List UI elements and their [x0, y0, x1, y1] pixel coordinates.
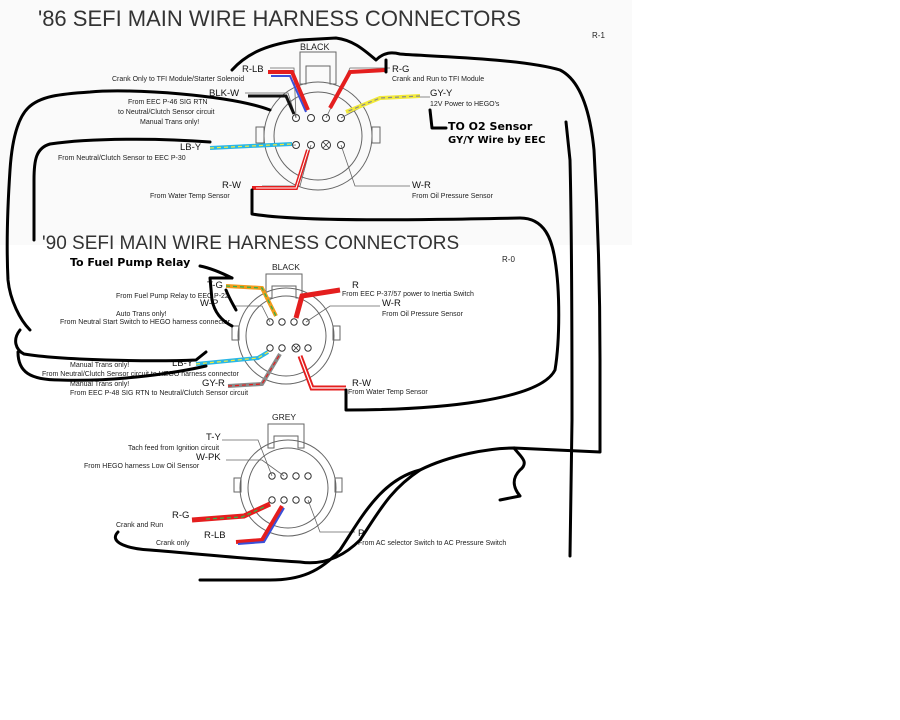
connector-86-black [255, 51, 381, 191]
wire-86-wr-code: W-R [412, 180, 431, 191]
wire-86-rg-desc: Crank and Run to TFI Module [392, 76, 484, 83]
wire-grey-rg [191, 501, 272, 523]
wire-86-blkw-code: BLK-W [209, 88, 239, 99]
wire-90-rw-code: R-W [352, 378, 371, 389]
wire-86-lby-desc: From Neutral/Clutch Sensor to EEC P-30 [58, 155, 186, 162]
wire-grey-rg-desc: Crank and Run [116, 522, 163, 529]
wire-grey-wpk-code: W-PK [196, 452, 221, 463]
pin [304, 472, 312, 480]
wire-90-gyr-desc1: Manual Trans only! [70, 381, 129, 388]
connector-90-black [231, 273, 341, 385]
wire-90-r [293, 287, 341, 319]
pin [307, 114, 315, 122]
diagram-grey: GREY T-Y Tach feed from Ignition circuit… [84, 412, 506, 547]
wire-86-gyy-desc: 12V Power to HEGO's [430, 101, 500, 108]
wire-90-rw-desc: From Water Temp Sensor [348, 389, 428, 396]
wire-86-rlb [268, 70, 310, 113]
pin [278, 344, 286, 352]
pin [292, 496, 300, 504]
wire-90-r-desc: From EEC P-37/57 power to Inertia Switch [342, 291, 474, 298]
diagram-90-title: '90 SEFI MAIN WIRE HARNESS CONNECTORS [42, 233, 459, 254]
wire-grey-rlb [235, 504, 285, 545]
wire-grey-ty-desc: Tach feed from Ignition circuit [128, 445, 219, 452]
fuel-pump-note: To Fuel Pump Relay [70, 256, 190, 269]
wire-90-tg [225, 284, 278, 317]
wire-86-lby [209, 142, 293, 150]
wire-90-gyr-code: GY-R [202, 378, 225, 389]
connector-grey [233, 423, 343, 537]
wire-86-gyy [345, 94, 421, 114]
connector-90-color: BLACK [272, 262, 300, 272]
wire-86-blkw-desc1: From EEC P-46 SIG RTN [128, 99, 208, 106]
pin [292, 472, 300, 480]
wire-86-rw-code: R-W [222, 180, 241, 191]
wire-90-gyr-desc2: From EEC P-48 SIG RTN to Neutral/Clutch … [70, 390, 248, 397]
scan-background [0, 0, 632, 245]
wire-90-wp-desc2: From Neutral Start Switch to HEGO harnes… [60, 319, 231, 326]
wire-86-rlb-code: R-LB [242, 64, 264, 75]
wire-90-wr-desc: From Oil Pressure Sensor [382, 311, 464, 318]
wire-86-lby-code: LB-Y [180, 142, 202, 153]
wire-90-tg-desc: From Fuel Pump Relay to EEC P-22 [116, 293, 229, 300]
wire-grey-p-code: P [358, 528, 364, 539]
hand-drawn-annotations [5, 36, 602, 582]
wire-86-rg-code: R-G [392, 64, 409, 75]
pin [266, 344, 274, 352]
wire-86-blkw [248, 94, 296, 115]
wire-86-blkw-desc3: Manual Trans only! [140, 119, 199, 126]
wire-90-gyr [227, 352, 282, 388]
wire-grey-ty-code: T-Y [206, 432, 221, 443]
pin [290, 318, 298, 326]
wire-grey-rlb-code: R-LB [204, 530, 226, 541]
wire-86-wr-desc: From Oil Pressure Sensor [412, 193, 494, 200]
o2-note-line2: GY/Y Wire by EEC [448, 135, 545, 146]
wire-grey-rlb-desc: Crank only [156, 540, 190, 547]
wire-90-lby-desc2: From Neutral/Clutch Sensor circuit to HE… [42, 371, 240, 378]
diagram-86: '86 SEFI MAIN WIRE HARNESS CONNECTORS R-… [38, 6, 605, 200]
diagram-86-title: '86 SEFI MAIN WIRE HARNESS CONNECTORS [38, 6, 521, 31]
wire-86-rw [252, 149, 310, 190]
diagram-90-code: R-0 [502, 255, 515, 264]
wire-90-tg-code: T-G [207, 280, 223, 291]
wire-grey-p-desc: From AC selector Switch to AC Pressure S… [358, 540, 506, 547]
wire-86-rg [328, 68, 387, 109]
wire-86-gyy-code: GY-Y [430, 88, 453, 99]
connector-86-color: BLACK [300, 42, 330, 52]
o2-note-line1: TO O2 Sensor [448, 120, 533, 133]
wire-86-rlb-desc: Crank Only to TFI Module/Starter Solenoi… [112, 76, 244, 83]
wire-grey-wpk-desc: From HEGO harness Low Oil Sensor [84, 463, 200, 470]
wire-90-r-code: R [352, 280, 359, 291]
wire-grey-rg-code: R-G [172, 510, 189, 521]
wire-90-lby-desc1: Manual Trans only! [70, 362, 129, 369]
pin [280, 496, 288, 504]
connector-grey-color: GREY [272, 412, 296, 422]
pin [304, 344, 312, 352]
wire-90-wp-desc1: Auto Trans only! [116, 311, 167, 318]
wire-90-rw [297, 355, 346, 391]
wire-90-wp-code: W-P [200, 298, 218, 309]
wire-86-rw-desc: From Water Temp Sensor [150, 193, 230, 200]
wire-90-lby [195, 350, 270, 366]
wire-90-lby-code: LB-Y [172, 358, 194, 369]
wire-86-blkw-desc2: to Neutral/Clutch Sensor circuit [118, 109, 215, 116]
diagram-86-code: R-1 [592, 31, 605, 40]
diagram-90: '90 SEFI MAIN WIRE HARNESS CONNECTORS R-… [42, 233, 515, 397]
pin [278, 318, 286, 326]
wire-90-wr-code: W-R [382, 298, 401, 309]
pin [268, 496, 276, 504]
